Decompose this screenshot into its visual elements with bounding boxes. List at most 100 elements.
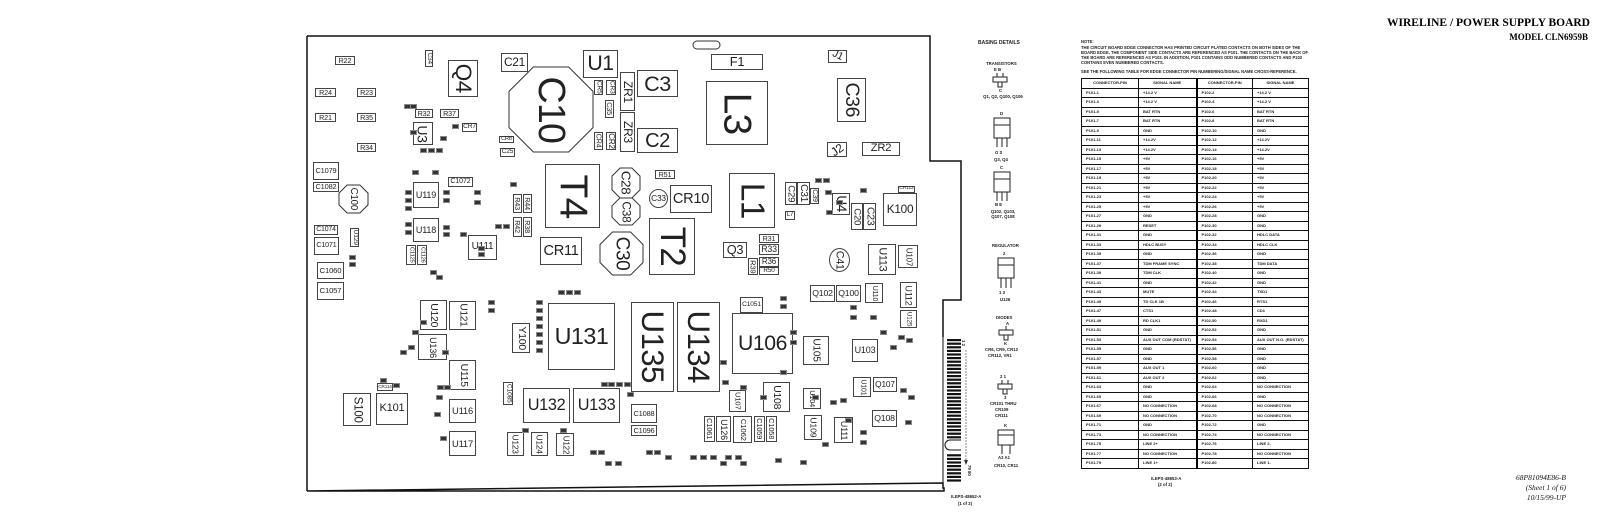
smd-pad <box>710 455 717 460</box>
component-c38: C38 <box>612 198 640 225</box>
p102-pin: P102-76 <box>1195 439 1253 450</box>
component-q3: Q3 <box>723 242 747 258</box>
p101-signal: GND <box>1138 277 1197 288</box>
p102-pin: P102-80 <box>1195 458 1253 469</box>
note-see-table: SEE THE FOLLOWING TABLE FOR EDGE CONNECT… <box>1081 69 1297 74</box>
component-j1: J1 <box>828 49 847 63</box>
component-label: C30 <box>611 236 632 271</box>
smd-pad <box>860 188 867 193</box>
p101-signal: LINE 2+ <box>1138 439 1197 450</box>
component-c1071: C1071 <box>314 237 339 255</box>
component-u120: U120 <box>420 300 447 330</box>
smd-pad <box>845 418 852 423</box>
p102-signal: +14.2 V <box>1252 97 1309 108</box>
component-label: R44 <box>523 197 533 210</box>
p102-signal: HDLC CLK <box>1252 239 1309 250</box>
contact-finger <box>947 479 961 482</box>
component-label: CR7 <box>463 123 476 131</box>
component-r44: R44 <box>523 194 532 213</box>
contact-finger <box>947 385 961 388</box>
component-c1074: C1074 <box>314 225 338 235</box>
component-u117: U117 <box>449 431 476 456</box>
component-c1088: C1088 <box>631 404 657 423</box>
smd-pad <box>870 315 877 320</box>
component-label: U112 <box>904 284 915 306</box>
p101-signal: AUX OUT COM (RDSTAT) <box>1138 334 1197 345</box>
smd-pad <box>380 378 387 383</box>
component-label: C21 <box>503 54 526 69</box>
smd-pad <box>478 246 485 251</box>
p102-pin: P102-20 <box>1195 173 1253 184</box>
component-label: Q107 <box>875 379 895 390</box>
smd-pad <box>780 296 787 301</box>
smd-pad <box>440 436 447 441</box>
p101-signal: GND <box>1138 325 1197 336</box>
component-label: C3 <box>644 70 671 96</box>
component-label: R51 <box>658 169 672 179</box>
smd-pad <box>503 224 510 229</box>
component-label: C31 <box>798 184 810 203</box>
component-c20: C20 <box>851 203 863 230</box>
note-heading: NOTE: <box>1081 39 1094 44</box>
component-t4: T4 <box>545 164 600 228</box>
component-label: R36 <box>761 257 777 266</box>
smd-pad <box>722 380 729 385</box>
component-label: C1057 <box>319 286 342 296</box>
smd-pad <box>850 305 857 310</box>
smd-pad <box>488 300 495 305</box>
p102-signal: GND <box>1252 391 1309 402</box>
smd-pad <box>510 182 517 187</box>
p101-pin: P101-77 <box>1081 448 1139 459</box>
p102-pin: P102-10 <box>1195 125 1253 136</box>
component-cr2: CR2 <box>606 132 616 150</box>
component-label: C1061 <box>705 418 715 440</box>
p102-signal: CD1 <box>1252 306 1309 317</box>
component-u111: U111 <box>834 417 853 443</box>
smd-pad <box>775 458 782 463</box>
p102-pin: P102-36 <box>1195 249 1253 260</box>
p102-pin: P102-6 <box>1195 106 1253 117</box>
smd-pad <box>825 190 832 195</box>
diode-group-2-label-3: CR111 <box>995 413 1008 418</box>
contact-finger <box>947 349 961 352</box>
p101-signal: RD CLK1 <box>1138 315 1197 326</box>
component-label: L1 <box>733 182 771 219</box>
smd-pad <box>443 198 450 203</box>
smd-pad <box>615 461 622 466</box>
component-label: C1059 <box>755 418 765 440</box>
table-drawing-id: ILEPS-48653-A <box>1151 476 1182 481</box>
diode-group-1-label: CR6, CR9, CR12 <box>985 347 1018 352</box>
contact-finger <box>947 357 961 360</box>
smd-pad <box>436 395 443 400</box>
p101-pin: P101-43 <box>1081 287 1139 298</box>
component-c3: C3 <box>637 70 678 97</box>
p101-pin: P101-51 <box>1081 325 1139 336</box>
component-zr1: ZR1 <box>620 72 635 111</box>
p101-signal: TD CLK 1B <box>1138 296 1197 307</box>
component-c21: C21 <box>501 53 528 72</box>
p102-pin: P102-16 <box>1195 154 1253 165</box>
smd-pad <box>405 198 412 203</box>
component-r34: R34 <box>357 143 376 152</box>
smd-pad <box>898 335 905 340</box>
p102-pin: P102-4 <box>1195 97 1253 108</box>
p101-signal: +14.2 V <box>1138 87 1197 98</box>
board-drawing-page: (1 of 2) <box>958 501 973 506</box>
component-q4: Q4 <box>448 60 478 97</box>
p101-pin: P101-55 <box>1081 344 1139 355</box>
connector-key-notch <box>944 439 961 451</box>
pin-label: A <box>1006 321 1010 326</box>
p101-signal: +14.2V <box>1138 144 1197 155</box>
component-cr112: CR112 <box>898 186 915 193</box>
smd-pad <box>574 290 581 295</box>
p101-signal: BAT RTN <box>1138 116 1197 127</box>
p101-pin: P101-21 <box>1081 182 1139 193</box>
